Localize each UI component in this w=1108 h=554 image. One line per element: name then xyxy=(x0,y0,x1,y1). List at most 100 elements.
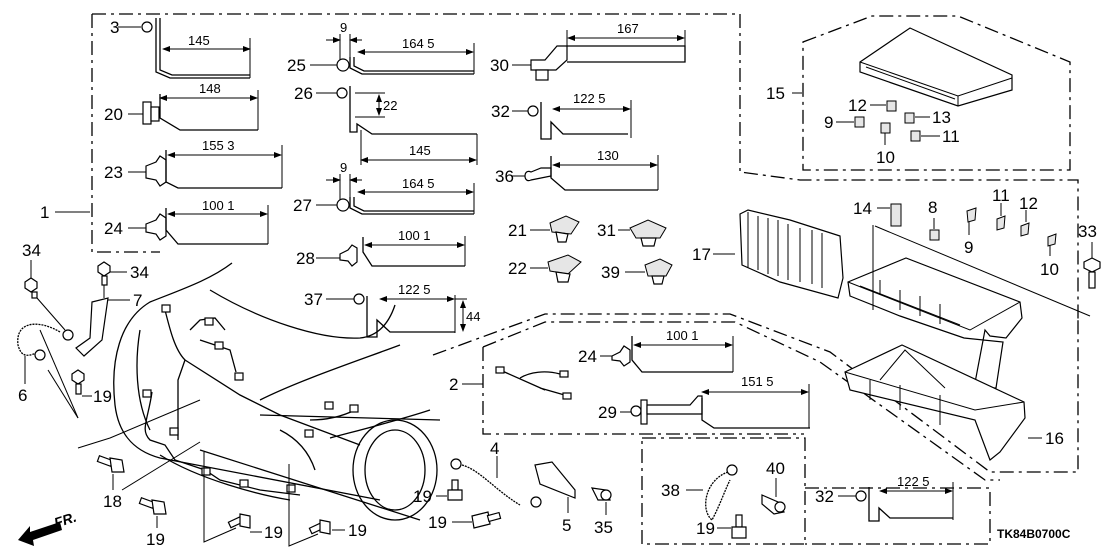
clip-21: 21 xyxy=(508,215,580,243)
dimension-37-height: 44 xyxy=(466,309,480,324)
clip-32-lower: 32 122 5 xyxy=(815,474,954,522)
dimension-25: 164 5 xyxy=(402,36,435,51)
callout-14: 14 xyxy=(853,199,872,218)
callout-19-a: 19 xyxy=(93,387,112,406)
callout-26: 26 xyxy=(294,84,313,103)
callout-32-lower: 32 xyxy=(815,487,834,506)
callout-40: 40 xyxy=(766,459,785,478)
callout-28: 28 xyxy=(296,249,315,268)
callout-3: 3 xyxy=(110,18,119,37)
callout-37: 37 xyxy=(304,290,323,309)
bolt-19-e: 19 xyxy=(413,479,463,506)
dimension-3: 145 xyxy=(188,33,210,48)
dimension-24-upper: 100 1 xyxy=(202,198,235,213)
callout-39: 39 xyxy=(601,263,620,282)
fuse-box-cover-15: 15 xyxy=(766,27,1013,107)
callout-23: 23 xyxy=(104,163,123,182)
bolt-19-b: 19 xyxy=(138,497,167,549)
callout-11-box: 11 xyxy=(992,186,1010,205)
dimension-25-width: 9 xyxy=(340,20,347,35)
fuse-box-small-parts: 14 8 9 11 12 10 xyxy=(853,186,1059,279)
callout-6: 6 xyxy=(18,386,27,405)
fuse-box-17: 17 xyxy=(692,209,844,299)
dimension-36: 130 xyxy=(597,148,619,163)
callout-10-cover: 10 xyxy=(876,148,895,167)
dimension-26: 145 xyxy=(409,143,431,158)
bolt-33: 33 xyxy=(1078,222,1101,289)
clip-29: 29 151 5 xyxy=(598,374,810,429)
callout-17: 17 xyxy=(692,245,711,264)
callout-33: 33 xyxy=(1078,222,1097,241)
callout-8: 8 xyxy=(928,198,937,217)
dimension-32-upper: 122 5 xyxy=(573,91,606,106)
ground-cable-38: 38 xyxy=(661,464,738,522)
callout-29: 29 xyxy=(598,403,617,422)
clip-24-upper: 24 100 1 xyxy=(104,198,269,245)
callout-24-upper: 24 xyxy=(104,219,123,238)
callout-20: 20 xyxy=(104,105,123,124)
front-label: FR. xyxy=(52,509,78,531)
fuse-box-cover-clips: 12 9 10 13 11 xyxy=(824,96,960,167)
callout-15: 15 xyxy=(766,84,785,103)
dimension-32-lower: 122 5 xyxy=(897,474,930,489)
clip-3: 3 145 xyxy=(110,18,251,79)
callout-9-box: 9 xyxy=(964,238,973,257)
clip-27: 27 9 164 5 xyxy=(293,160,475,215)
clip-37: 37 122 5 44 xyxy=(304,282,480,338)
callout-5: 5 xyxy=(562,516,571,535)
clip-23: 23 155 3 xyxy=(104,138,283,189)
clip-20: 20 148 xyxy=(104,81,259,131)
bolt-19-38: 19 xyxy=(696,514,747,539)
dimension-20: 148 xyxy=(199,81,221,96)
bolt-19-c: 19 xyxy=(227,513,283,542)
clip-30: 30 167 xyxy=(490,21,686,81)
callout-19-f: 19 xyxy=(428,513,447,532)
bracket-5: 5 xyxy=(534,461,576,535)
callout-19-d: 19 xyxy=(348,521,367,540)
sub-harness-2: 2 xyxy=(449,366,572,400)
callout-27: 27 xyxy=(293,196,312,215)
clip-22: 22 xyxy=(508,254,582,283)
callout-34-left: 34 xyxy=(22,241,41,260)
callout-21: 21 xyxy=(508,221,527,240)
bolt-40: 40 xyxy=(761,459,786,515)
callout-12-box: 12 xyxy=(1019,194,1038,213)
callout-19-c: 19 xyxy=(264,523,283,542)
group-boundary-1 xyxy=(91,13,1079,320)
callout-19-e: 19 xyxy=(413,487,432,506)
dimension-27-width: 9 xyxy=(340,160,347,175)
callout-24-lower: 24 xyxy=(578,347,597,366)
ground-cable-4: 4 xyxy=(450,439,542,508)
bolt-35: 35 xyxy=(590,487,613,537)
clip-24-lower: 24 100 1 xyxy=(578,328,734,373)
callout-9-cover: 9 xyxy=(824,113,833,132)
bolt-18: 18 xyxy=(96,455,125,511)
callout-1: 1 xyxy=(40,203,49,222)
front-direction-arrow: FR. xyxy=(18,509,78,546)
bolt-19-f: 19 xyxy=(428,511,502,532)
clip-28: 28 100 1 xyxy=(296,228,466,268)
bolt-19-d: 19 xyxy=(308,519,367,540)
dimension-27: 164 5 xyxy=(402,176,435,191)
callout-35: 35 xyxy=(594,518,613,537)
callout-10-box: 10 xyxy=(1040,260,1059,279)
callout-7: 7 xyxy=(133,291,142,310)
callout-12-cover: 12 xyxy=(848,96,867,115)
callout-38: 38 xyxy=(661,481,680,500)
dimension-37: 122 5 xyxy=(398,282,431,297)
callout-4: 4 xyxy=(490,439,499,458)
engine-wire-harness xyxy=(142,304,361,496)
dimension-26-height: 22 xyxy=(383,98,397,113)
dimension-30: 167 xyxy=(617,21,639,36)
callout-19-b: 19 xyxy=(146,530,165,549)
clip-36: 36 130 xyxy=(495,148,659,191)
bolt-leaders xyxy=(77,399,319,547)
clip-32-upper: 32 122 5 xyxy=(491,91,632,140)
callout-19-g: 19 xyxy=(696,519,715,538)
callout-22: 22 xyxy=(508,259,527,278)
callout-2: 2 xyxy=(449,375,458,394)
dimension-23: 155 3 xyxy=(202,138,235,153)
callout-34-right: 34 xyxy=(130,263,149,282)
battery-cable-6: 6 xyxy=(17,297,74,405)
